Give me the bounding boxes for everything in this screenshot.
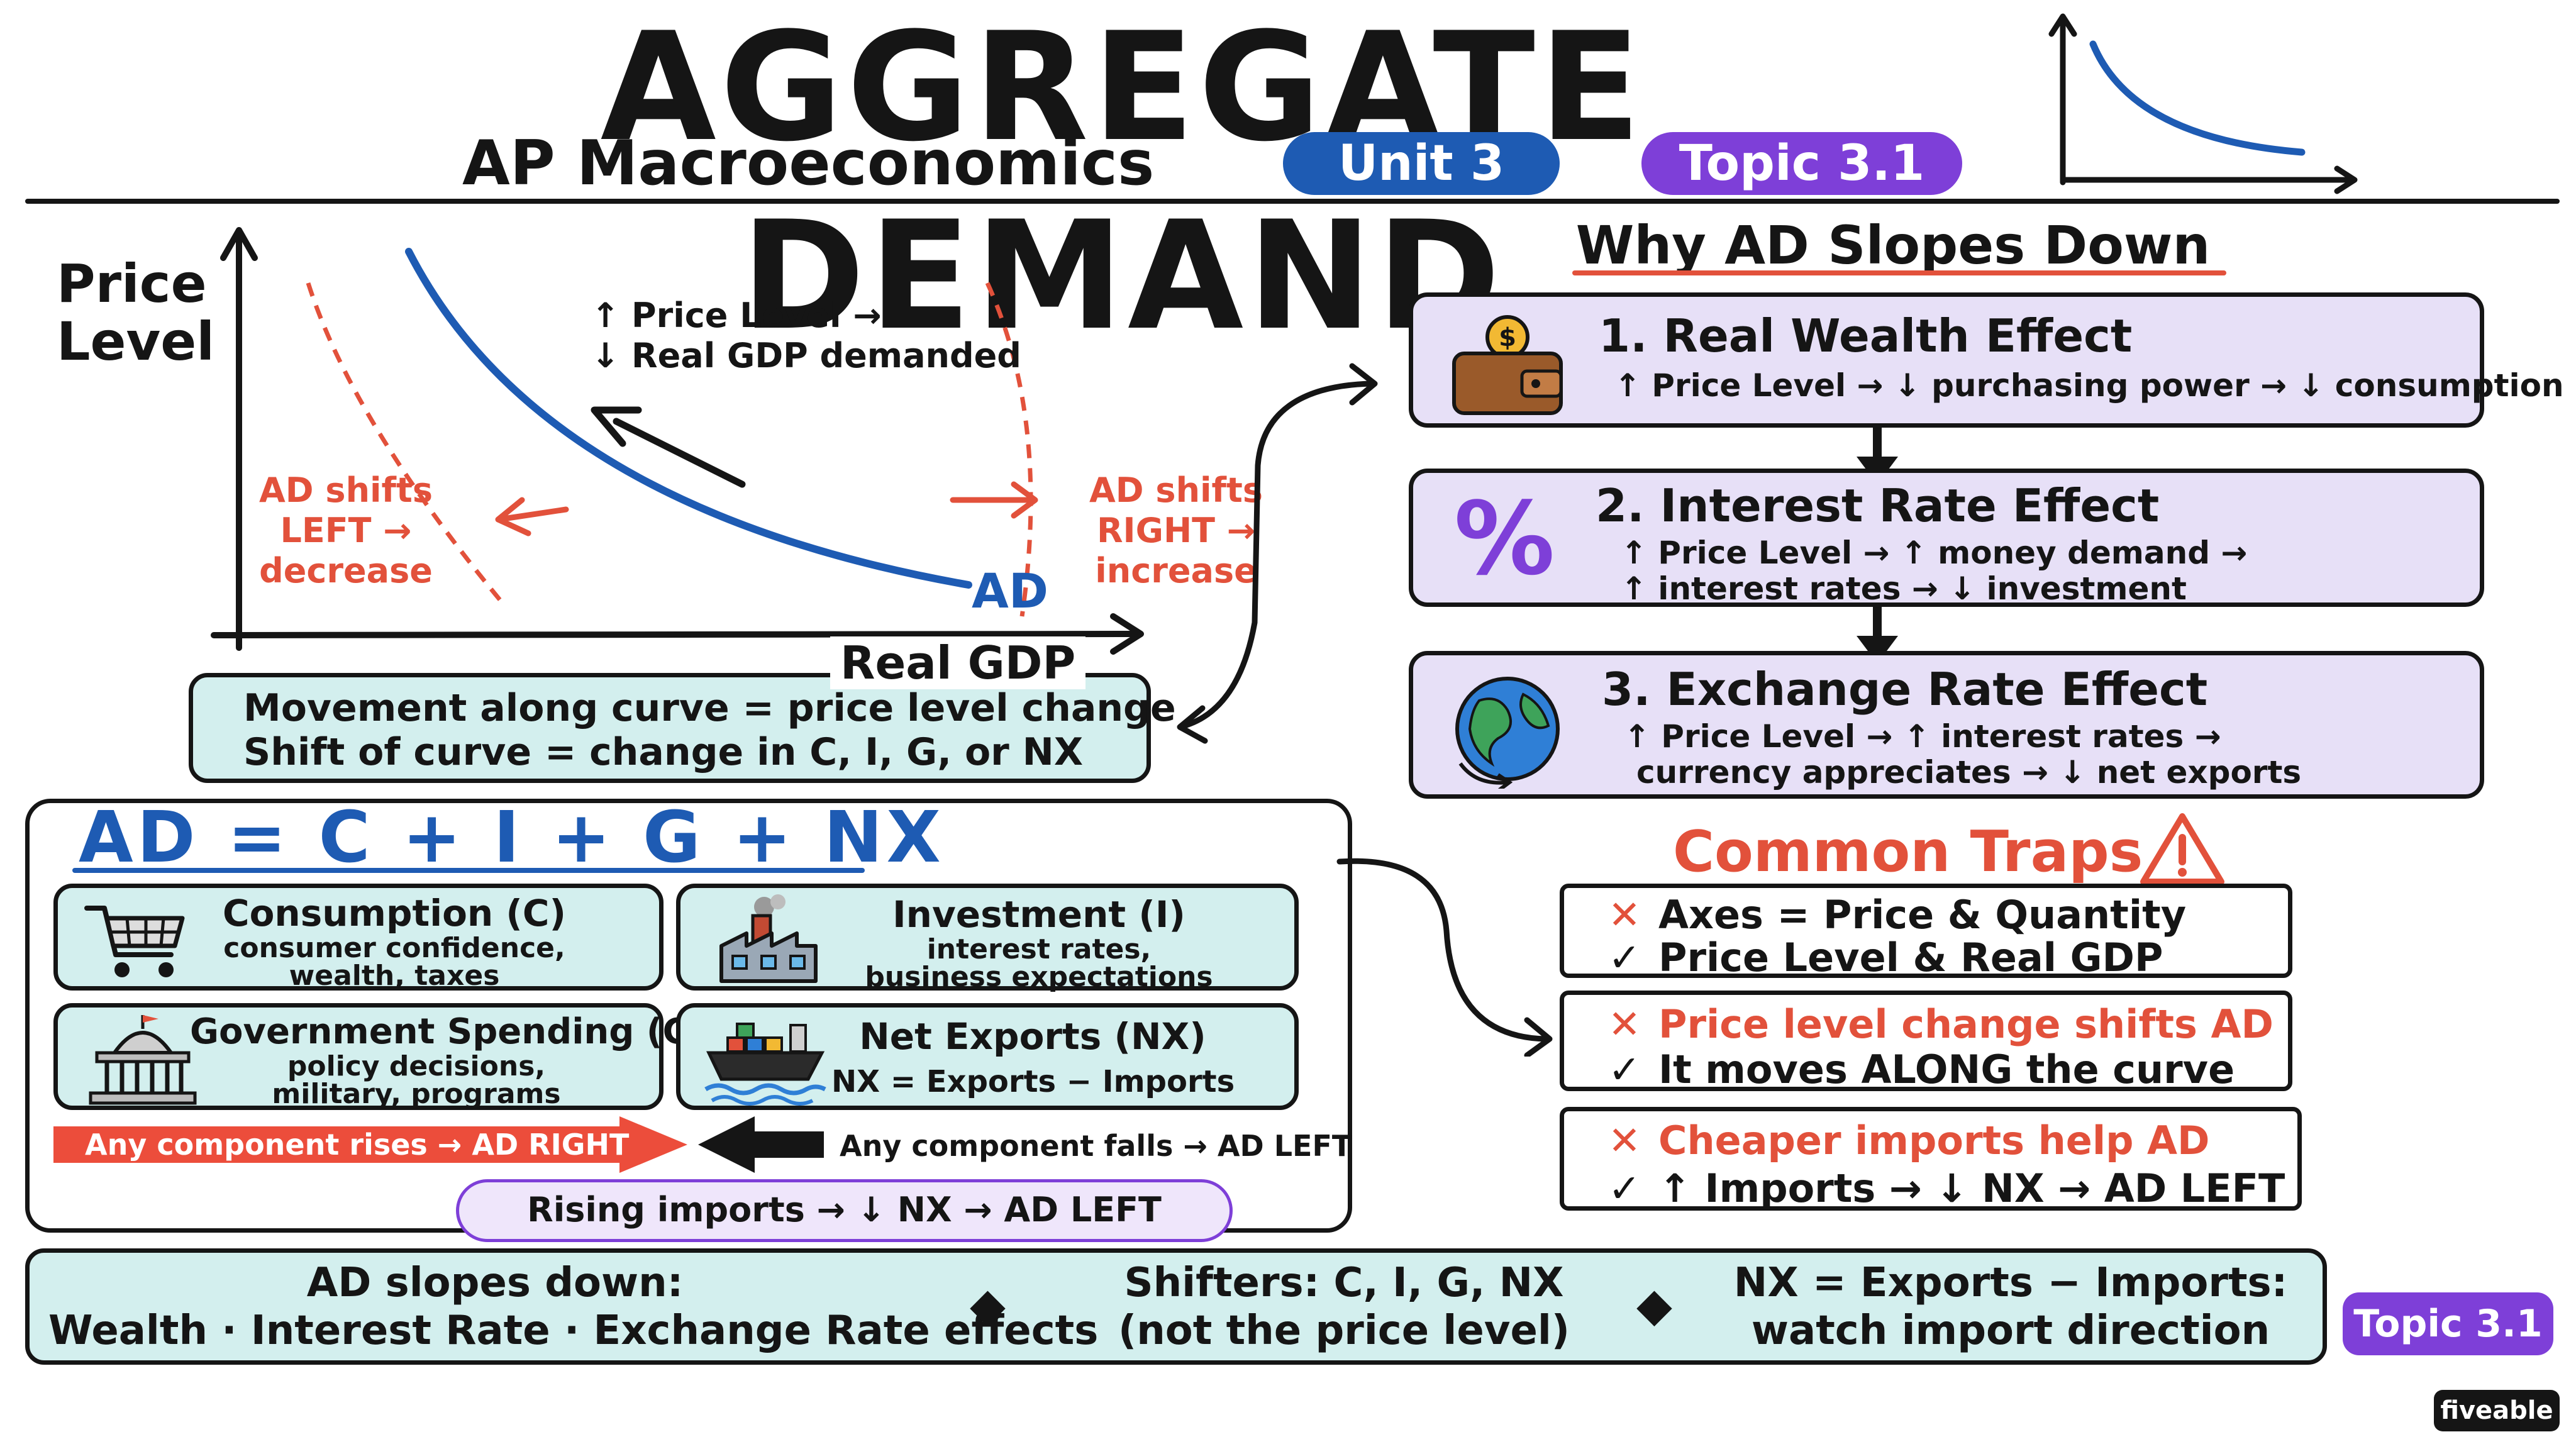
component-line1: interest rates,	[926, 933, 1152, 965]
effect-card-wealth: $ 1. Real Wealth Effect ↑ Price Level → …	[1409, 292, 2564, 428]
component-title: Government Spending (G)	[190, 1011, 708, 1052]
y-axis-label: Price Level	[57, 253, 215, 372]
component-line1: consumer confidence,	[223, 932, 565, 964]
x-axis-label: Real GDP	[830, 636, 1086, 689]
why-slopes-heading: Why AD Slopes Down	[1575, 214, 2211, 276]
wallet-icon: $	[1452, 315, 1563, 415]
trap-card-2: ✕Price level change shifts AD ✓It moves …	[1560, 991, 2292, 1092]
rising-imports-note: Rising imports → ↓ NX → AD LEFT	[456, 1179, 1233, 1242]
falls-arrow-icon	[698, 1116, 824, 1173]
x-axis	[211, 613, 1144, 655]
effect-title: 2. Interest Rate Effect	[1596, 479, 2160, 532]
check-mark-icon: ✓	[1608, 1046, 1641, 1092]
left-shift-label: AD shifts LEFT → decrease	[259, 470, 433, 591]
ad-curve	[405, 248, 972, 589]
rises-label: Any component rises → AD RIGHT	[85, 1128, 630, 1162]
component-line1: NX = Exports − Imports	[831, 1064, 1235, 1099]
brand-logo: fiveable	[2434, 1390, 2560, 1431]
effect-description-line2: currency appreciates → ↓ net exports	[1636, 754, 2302, 791]
summary-separator-1: ◆	[970, 1278, 1006, 1332]
effect-card-interest-rate: % 2. Interest Rate Effect ↑ Price Level …	[1409, 469, 2484, 607]
capitol-icon	[89, 1015, 197, 1105]
effect-description-line2: ↑ interest rates → ↓ investment	[1621, 570, 2187, 607]
effect-card-exchange-rate: 3. Exchange Rate Effect ↑ Price Level → …	[1409, 651, 2484, 799]
trap-right: ✓Price Level & Real GDP	[1608, 935, 2163, 980]
header-mini-graph-icon	[2048, 13, 2358, 194]
x-mark-icon: ✕	[1608, 1118, 1641, 1163]
ship-icon	[704, 1023, 826, 1106]
trap-right: ✓It moves ALONG the curve	[1608, 1046, 2235, 1092]
check-mark-icon: ✓	[1608, 1165, 1641, 1211]
movement-note: ↑ Price Level → ↓ Real GDP demanded	[591, 296, 1021, 375]
trap-card-3: ✕Cheaper imports help AD ✓↑ Imports → ↓ …	[1560, 1107, 2302, 1211]
left-shift-arrow	[495, 497, 569, 536]
summary-part-2: Shifters: C, I, G, NX (not the price lev…	[1118, 1260, 1570, 1354]
effect-title: 3. Exchange Rate Effect	[1602, 663, 2208, 716]
component-line2: military, programs	[272, 1078, 561, 1110]
check-mark-icon: ✓	[1608, 935, 1641, 980]
component-title: Consumption (C)	[223, 892, 566, 935]
y-axis	[220, 227, 258, 651]
trap-wrong: ✕Axes = Price & Quantity	[1608, 892, 2187, 938]
summary-bar: AD slopes down: Wealth · Interest Rate ·…	[25, 1248, 2327, 1365]
ad-graph	[211, 227, 1144, 655]
cart-icon	[84, 906, 185, 977]
globe-icon	[1455, 677, 1560, 789]
component-card-government: Government Spending (G) policy decisions…	[53, 1003, 708, 1110]
x-mark-icon: ✕	[1608, 1001, 1641, 1047]
formula-underline	[72, 868, 865, 873]
unit-badge: Unit 3	[1283, 132, 1560, 195]
trap-right: ✓↑ Imports → ↓ NX → AD LEFT	[1608, 1165, 2285, 1211]
summary-part-3: NX = Exports − Imports: watch import dir…	[1733, 1260, 2288, 1354]
warning-icon	[2140, 813, 2224, 885]
ad-left-shift-curve	[306, 282, 505, 606]
summary-separator-2: ◆	[1636, 1278, 1672, 1332]
component-card-consumption: Consumption (C) consumer confidence, wea…	[53, 884, 663, 992]
connector-arrow-bottom	[1336, 858, 1553, 1057]
movement-vs-shift-box: Movement along curve = price level chang…	[189, 673, 1176, 783]
connector-arrow-top	[1177, 363, 1378, 744]
component-line1: policy decisions,	[287, 1050, 546, 1082]
formula-equation: AD = C + I + G + NX	[79, 797, 945, 879]
factory-icon	[719, 894, 818, 983]
traps-heading: Common Traps	[1673, 819, 2143, 885]
effect-description-line1: ↑ Price Level → ↑ money demand →	[1621, 535, 2248, 571]
svg-text:$: $	[1499, 323, 1516, 352]
rises-arrow-shape	[53, 1116, 687, 1173]
component-line2: business expectations	[865, 961, 1213, 993]
ad-curve-label: AD	[972, 563, 1048, 619]
right-shift-arrow	[950, 481, 1038, 519]
trap-card-1: ✕Axes = Price & Quantity ✓Price Level & …	[1560, 884, 2292, 980]
page-title: AGGREGATE DEMAND	[600, 1, 1645, 364]
component-title: Investment (I)	[892, 893, 1185, 936]
page-subtitle: AP Macroeconomics	[462, 128, 1155, 199]
effect-description: ↑ Price Level → ↓ purchasing power → ↓ c…	[1614, 367, 2564, 404]
falls-label: Any component falls → AD LEFT	[840, 1129, 1352, 1163]
component-card-investment: Investment (I) interest rates, business …	[676, 884, 1299, 993]
effect-description-line1: ↑ Price Level → ↑ interest rates →	[1624, 718, 2221, 755]
component-title: Net Exports (NX)	[859, 1015, 1206, 1058]
component-card-net-exports: Net Exports (NX) NX = Exports − Imports	[676, 1003, 1299, 1110]
flow-arrow-2	[1857, 604, 1898, 663]
header-divider	[25, 199, 2560, 204]
right-shift-label: AD shifts RIGHT → increase	[1089, 470, 1263, 591]
footer-topic-badge: Topic 3.1	[2343, 1292, 2553, 1355]
summary-part-1: AD slopes down: Wealth · Interest Rate ·…	[48, 1260, 1099, 1354]
x-mark-icon: ✕	[1608, 892, 1641, 938]
trap-wrong: ✕Cheaper imports help AD	[1608, 1118, 2210, 1163]
why-slopes-underline	[1572, 270, 2226, 275]
topic-badge: Topic 3.1	[1641, 132, 1962, 195]
percent-icon: %	[1454, 480, 1555, 597]
movement-arrow	[591, 406, 746, 488]
effect-title: 1. Real Wealth Effect	[1599, 309, 2133, 362]
trap-wrong: ✕Price level change shifts AD	[1608, 1001, 2273, 1047]
component-line2: wealth, taxes	[289, 960, 500, 992]
